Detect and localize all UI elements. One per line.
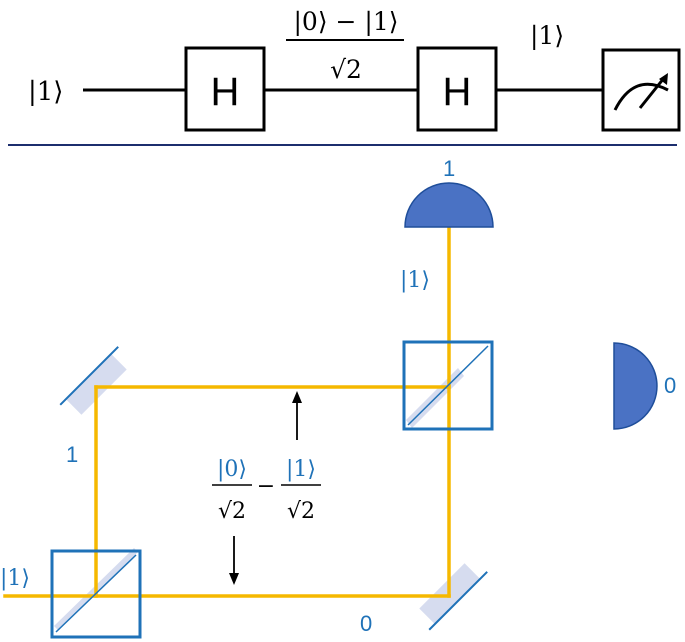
output-path-label: |1⟩ xyxy=(400,268,430,293)
superposition-term1-numerator: |0⟩ xyxy=(217,457,247,482)
circuit-output-state: |1⟩ xyxy=(530,21,564,51)
circuit-input-state: |1⟩ xyxy=(28,77,63,107)
mirror-upper-left xyxy=(59,346,127,415)
lower-arm-label: 0 xyxy=(360,611,372,636)
meter-needle-head xyxy=(659,73,668,85)
hadamard-gate-2-label: H xyxy=(443,70,472,114)
superposition-term2-denominator: √2 xyxy=(287,499,315,524)
superposition-term2-numerator: |1⟩ xyxy=(286,457,316,482)
detector-top-label: 1 xyxy=(443,156,455,181)
beam-splitter-1 xyxy=(50,549,142,639)
detector-right-icon xyxy=(613,342,658,430)
interferometer: |0⟩ √2 − |1⟩ √2 |1⟩ 1 0 |1⟩ 1 0 xyxy=(0,156,676,639)
mid-state-numerator: |0⟩ − |1⟩ xyxy=(293,7,398,37)
arrow-down-icon xyxy=(229,536,239,585)
superposition-operator: − xyxy=(257,474,275,499)
meter-arc xyxy=(613,82,669,111)
superposition-term1-denominator: √2 xyxy=(218,499,246,524)
detector-top-icon xyxy=(404,182,494,228)
beam-splitter-2 xyxy=(402,340,494,431)
meter-needle xyxy=(638,77,666,109)
detector-right-label: 0 xyxy=(664,373,676,398)
mid-state-denominator: √2 xyxy=(330,55,362,84)
hadamard-gate-2 xyxy=(416,46,498,132)
quantum-circuit: |1⟩ H |0⟩ − |1⟩ √2 H |1⟩ xyxy=(28,7,681,132)
meter-icon xyxy=(601,48,681,132)
arrow-up-icon xyxy=(292,391,302,440)
upper-arm-label: 1 xyxy=(66,442,78,467)
hadamard-gate-1-label: H xyxy=(211,70,240,114)
beam-path xyxy=(3,223,451,598)
input-state-label: |1⟩ xyxy=(0,566,30,591)
